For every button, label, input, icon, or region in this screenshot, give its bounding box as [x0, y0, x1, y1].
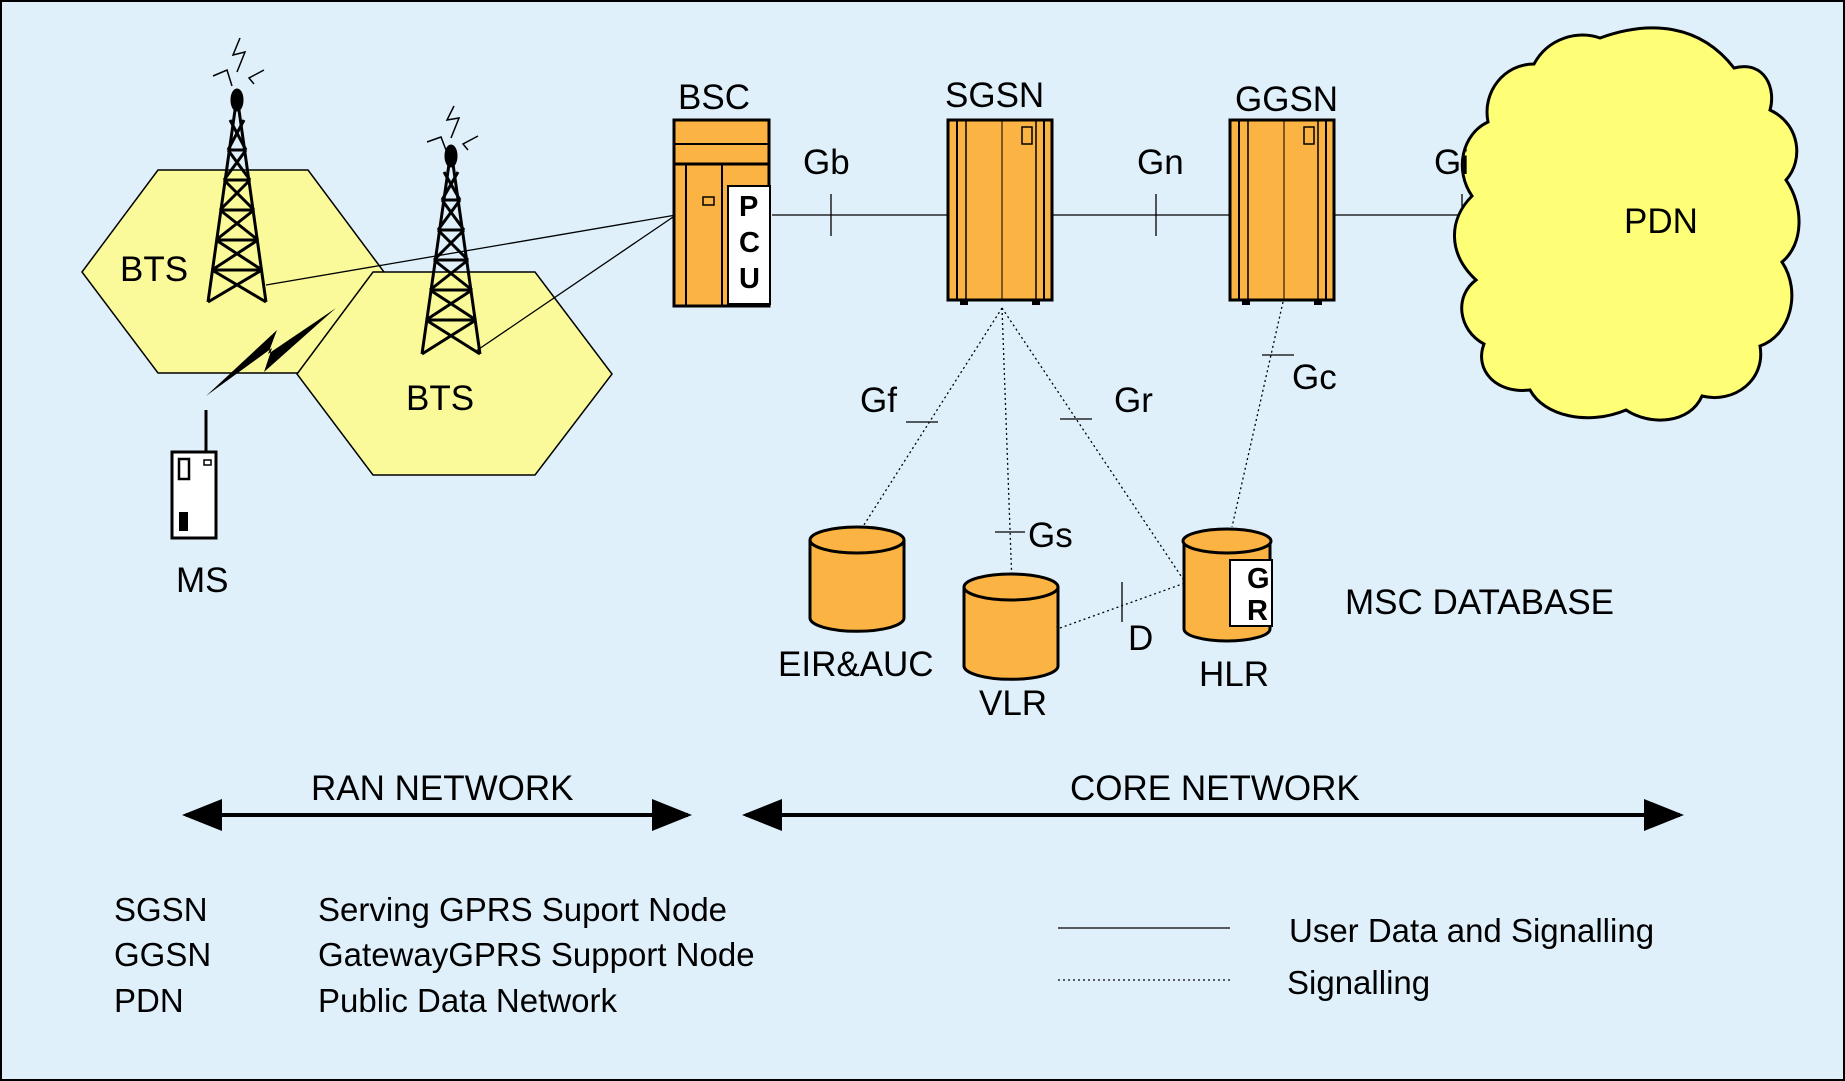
glossary-abbr-sgsn: SGSN	[114, 891, 208, 928]
sgsn-cabinet-icon	[946, 118, 1054, 305]
glossary-meaning-sgsn: Serving GPRS Suport Node	[318, 891, 727, 928]
interface-gs-label: Gs	[1028, 516, 1073, 555]
pcu-letter-p: P	[739, 191, 758, 223]
legend-solid-label: User Data and Signalling	[1289, 912, 1654, 949]
glossary-meaning-pdn: Public Data Network	[318, 982, 617, 1019]
pdn-cloud-icon	[1453, 26, 1801, 422]
glossary-abbr-pdn: PDN	[114, 982, 184, 1019]
bts-right-label: BTS	[406, 379, 474, 418]
bts-tower-right-icon	[420, 105, 482, 356]
interface-gc-label: Gc	[1292, 358, 1337, 397]
interface-gb-label: Gb	[803, 143, 850, 182]
ms-handset-icon	[170, 410, 218, 540]
bsc-label: BSC	[678, 78, 750, 117]
hlr-database-icon	[1181, 527, 1273, 643]
interface-gn-label: Gn	[1137, 143, 1184, 182]
interface-gi-label: Gi	[1434, 143, 1469, 182]
legend-dotted-label: Signalling	[1287, 964, 1430, 1001]
bts-tower-left-icon	[206, 37, 268, 304]
vlr-database-icon	[962, 572, 1060, 681]
link-bts-right-bsc	[475, 214, 677, 352]
interface-d-label: D	[1128, 619, 1153, 658]
radio-link-lightning-icon	[206, 308, 336, 396]
link-ggsn-hlr	[1231, 301, 1284, 528]
core-network-label: CORE NETWORK	[1070, 769, 1360, 808]
bsc-cabinet-icon	[672, 118, 771, 308]
interface-gf-label: Gf	[860, 381, 897, 420]
pdn-label: PDN	[1624, 202, 1698, 241]
msc-database-label: MSC DATABASE	[1345, 583, 1614, 622]
ms-label: MS	[176, 561, 229, 600]
sgsn-label: SGSN	[945, 76, 1044, 115]
cell-hexagon-right	[296, 271, 613, 476]
link-bts-left-bsc	[265, 214, 677, 286]
gr-letter-g: G	[1247, 563, 1270, 595]
glossary-meaning-ggsn: GatewayGPRS Support Node	[318, 936, 755, 973]
hlr-label: HLR	[1199, 655, 1269, 694]
bts-left-label: BTS	[120, 250, 188, 289]
pcu-letter-u: U	[739, 263, 760, 295]
eir-auc-label: EIR&AUC	[778, 645, 934, 684]
ggsn-label: GGSN	[1235, 80, 1338, 119]
ran-network-label: RAN NETWORK	[311, 769, 574, 808]
vlr-label: VLR	[979, 684, 1047, 723]
ggsn-cabinet-icon	[1228, 118, 1336, 305]
gr-letter-r: R	[1247, 595, 1268, 627]
pcu-letter-c: C	[739, 227, 760, 259]
eir-auc-database-icon	[808, 525, 906, 633]
interface-gr-label: Gr	[1114, 381, 1153, 420]
glossary-abbr-ggsn: GGSN	[114, 936, 211, 973]
link-sgsn-eir	[861, 307, 1003, 529]
link-sgsn-vlr	[1001, 307, 1013, 586]
